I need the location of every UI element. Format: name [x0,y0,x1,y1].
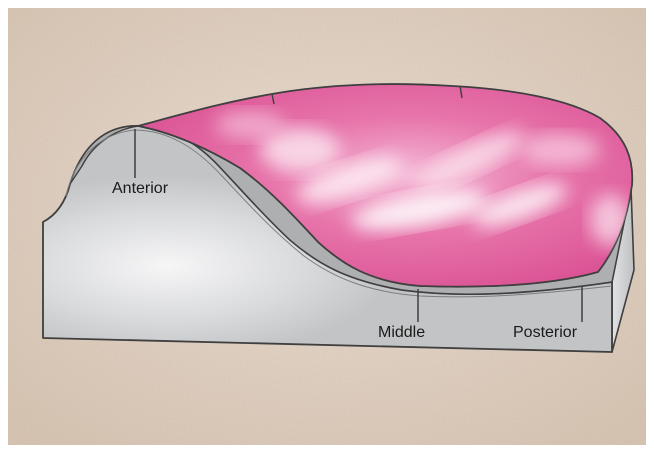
middle-label: Middle [378,325,425,341]
anterior-label: Anterior [112,181,168,197]
posterior-label: Posterior [513,325,577,341]
